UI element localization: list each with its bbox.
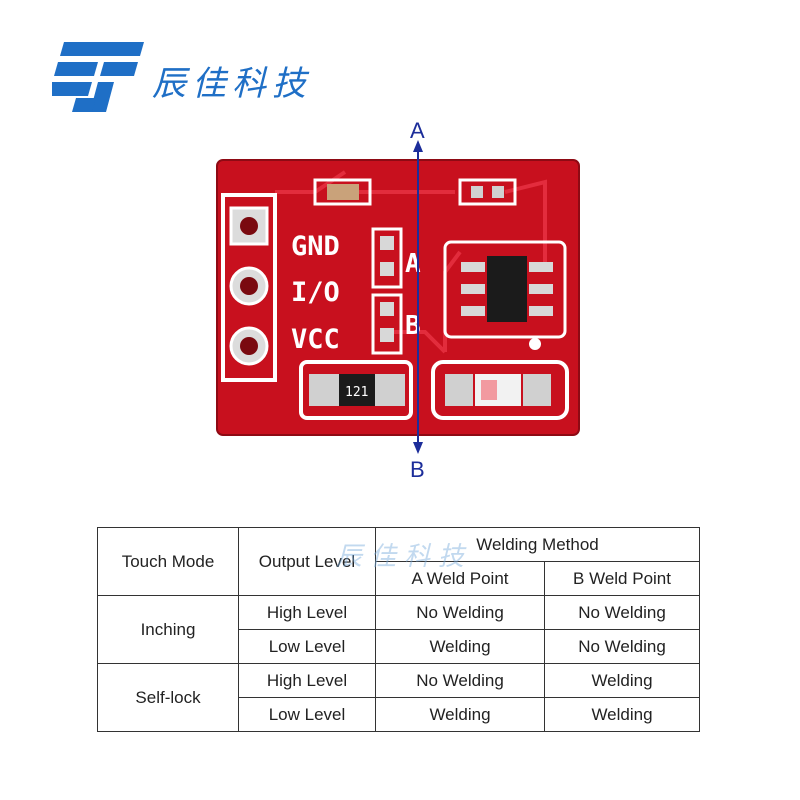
arrow-down-icon: [413, 442, 423, 454]
table-row: Inching High Level No Welding No Welding: [97, 595, 700, 664]
pcb-illustration: GND I/O VCC A B 121 A B: [205, 112, 595, 487]
table-subheader-row: A Weld Point B Weld Point: [98, 561, 700, 596]
marker-b-label: B: [410, 457, 425, 482]
level-cell: High Level: [238, 663, 376, 698]
header-touch-mode: Touch Mode: [97, 527, 239, 596]
brand-logo-icon: [52, 42, 144, 112]
silk-pad-b: B: [405, 311, 421, 341]
mode-cell: Inching: [97, 595, 239, 664]
level-cell: High Level: [238, 595, 376, 630]
a-weld-cell: No Welding: [375, 595, 545, 630]
table-header-row: Touch Mode Output Level Welding Method: [97, 527, 700, 596]
resistor-code: 121: [345, 385, 368, 400]
brand-name: 辰佳科技: [152, 64, 312, 104]
silk-io: I/O: [291, 277, 340, 308]
a-weld-cell: Welding: [375, 697, 545, 732]
welding-method-table: Touch Mode Output Level Welding Method A…: [97, 527, 700, 732]
b-weld-cell: Welding: [544, 697, 700, 732]
a-weld-cell: No Welding: [375, 663, 545, 698]
header-b-weld-point: B Weld Point: [544, 561, 700, 596]
level-cell: Low Level: [238, 629, 376, 664]
table-row: Low Level Welding Welding: [98, 697, 700, 732]
mode-cell: Self-lock: [97, 663, 239, 732]
table-row: Self-lock High Level No Welding Welding: [97, 663, 700, 732]
marker-a-label: A: [410, 118, 425, 143]
arrow-up-icon: [413, 140, 423, 152]
b-weld-cell: No Welding: [544, 629, 700, 664]
b-weld-cell: No Welding: [544, 595, 700, 630]
level-cell: Low Level: [238, 697, 376, 732]
header-a-weld-point: A Weld Point: [375, 561, 545, 596]
silk-gnd: GND: [291, 231, 340, 262]
header-welding-method: Welding Method: [375, 527, 700, 562]
a-weld-cell: Welding: [375, 629, 545, 664]
silk-vcc: VCC: [291, 324, 340, 355]
header-output-level: Output Level: [238, 527, 376, 596]
b-weld-cell: Welding: [544, 663, 700, 698]
